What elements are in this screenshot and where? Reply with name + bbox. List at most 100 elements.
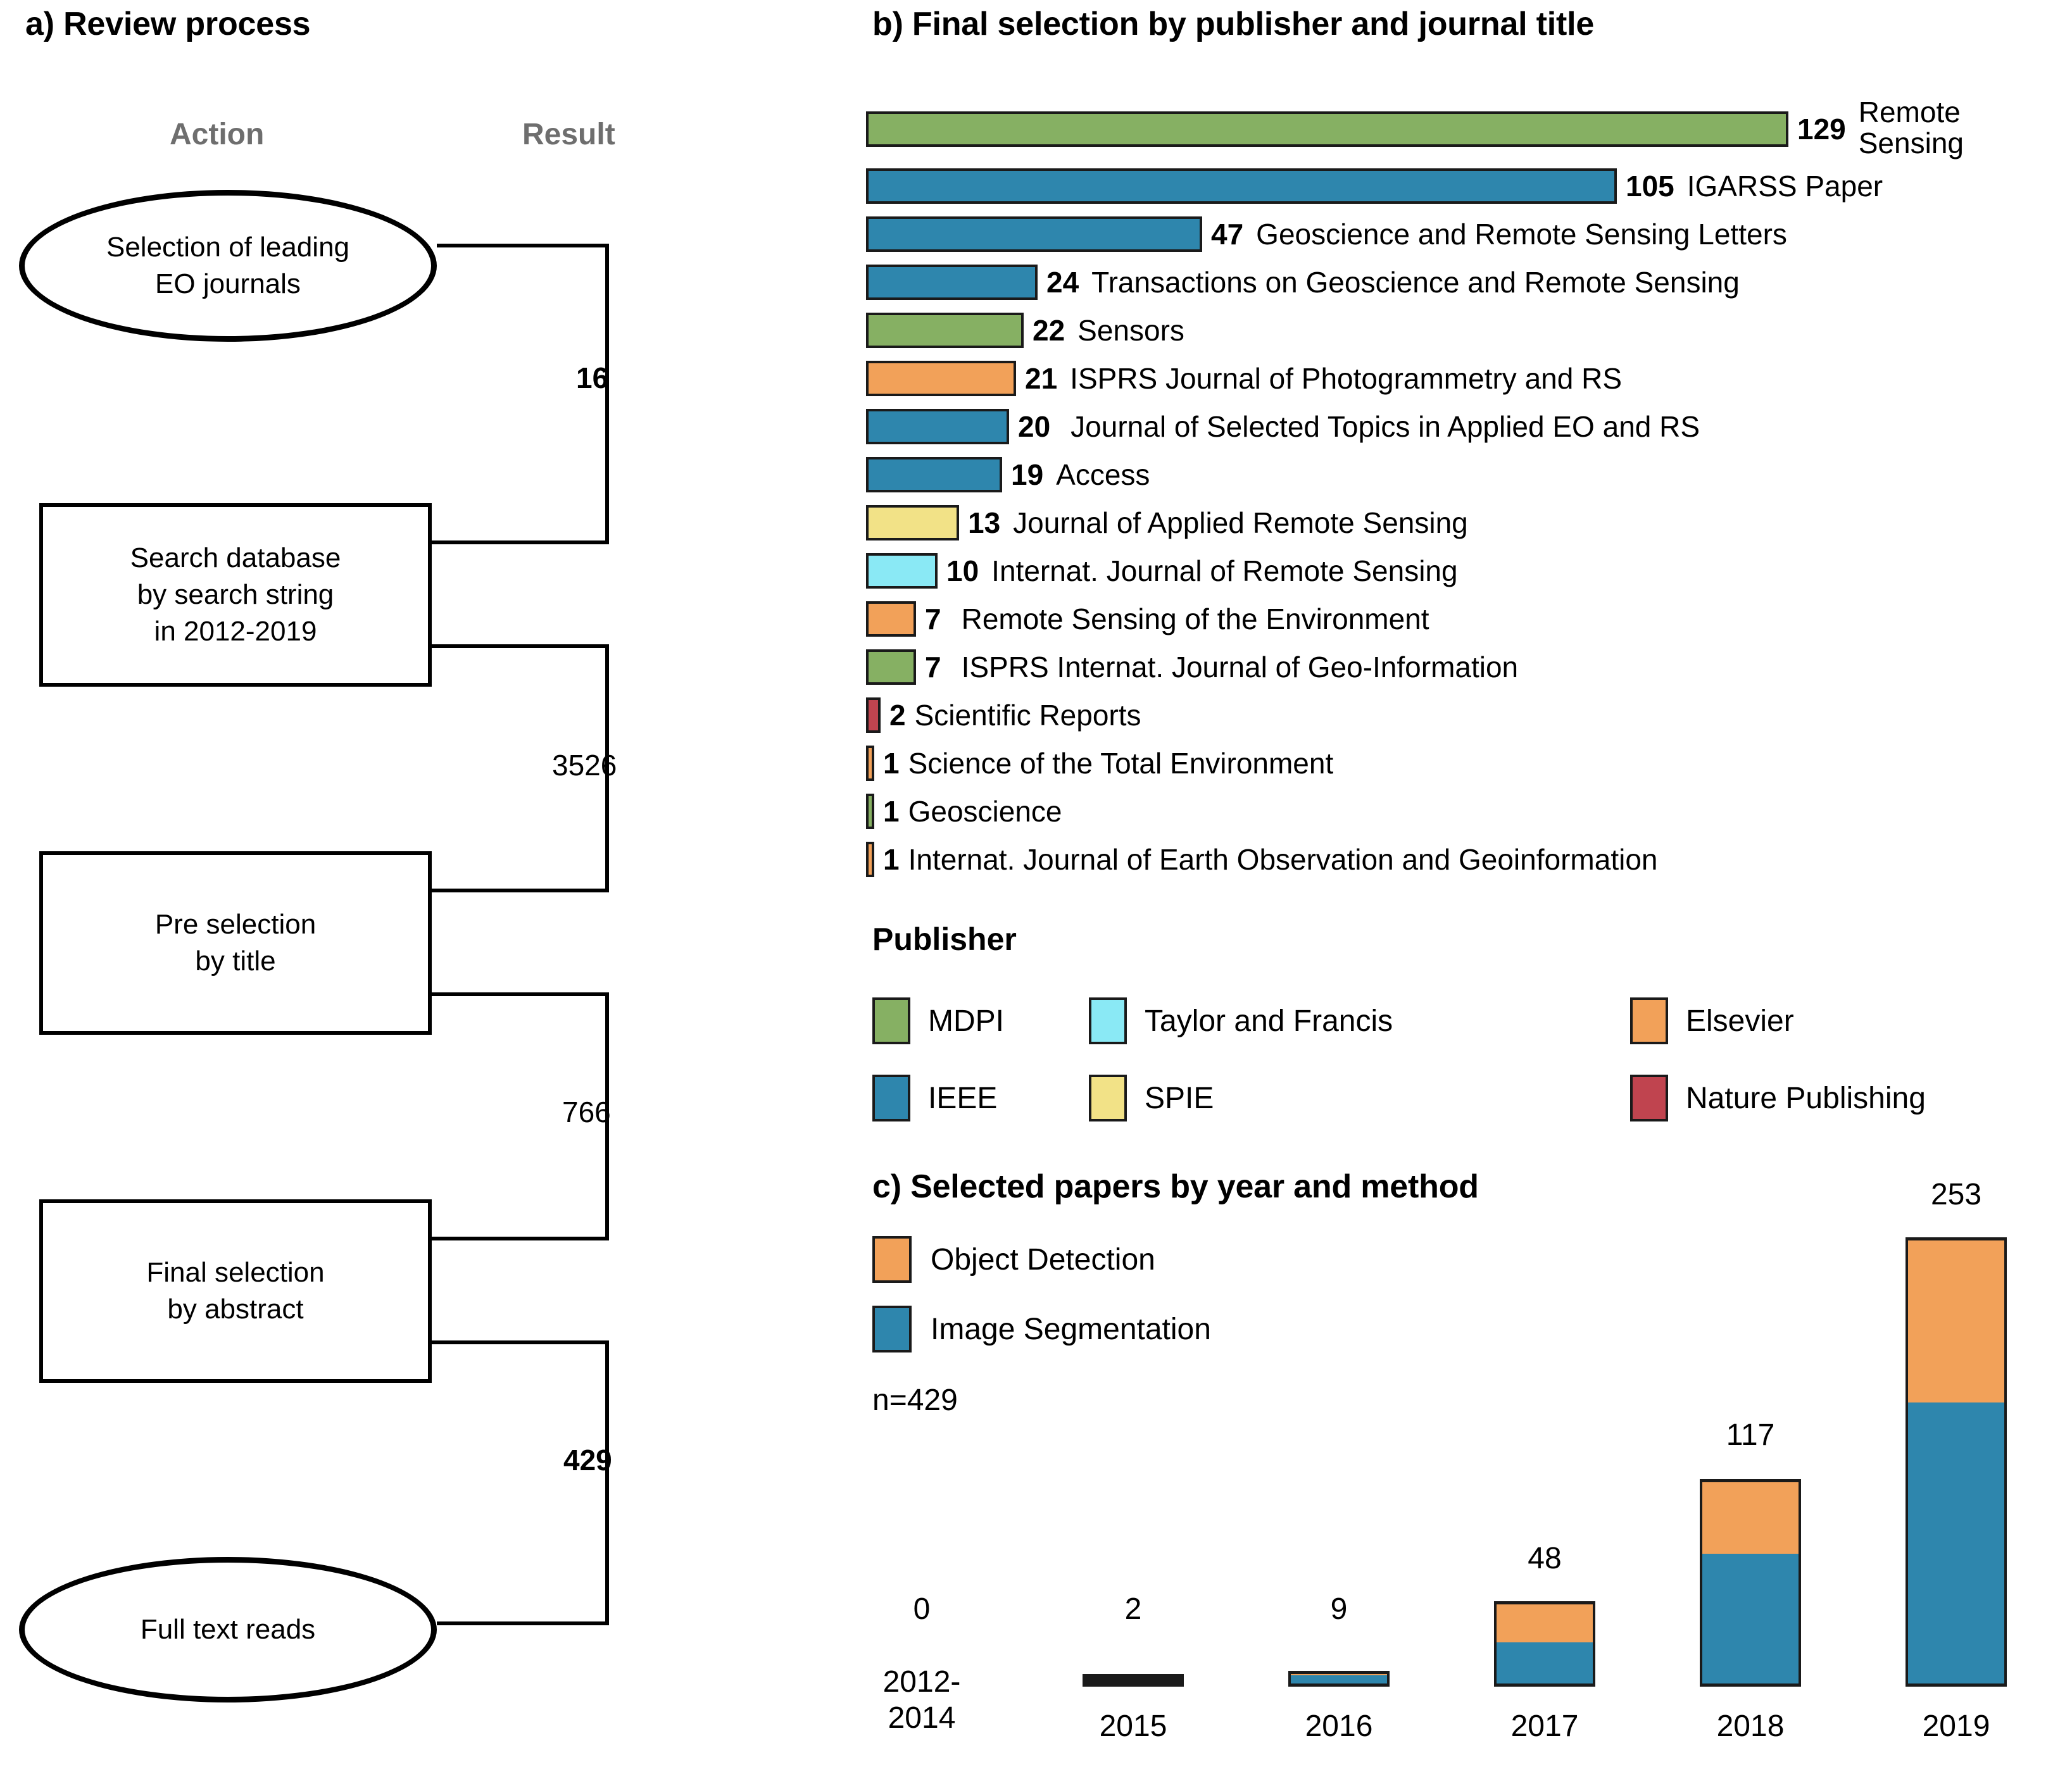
stack-segment-object-detection [1288, 1671, 1390, 1675]
result-value-3526: 3526 [552, 749, 617, 782]
legend-label: Image Segmentation [931, 1312, 1211, 1346]
bar-rect [866, 409, 1009, 444]
stack-segment-object-detection [1494, 1601, 1595, 1642]
bar-rect [866, 313, 1024, 348]
stacked-bar-2016[interactable] [1288, 1671, 1390, 1687]
flow-node-selection-of-leading-eo-journals[interactable]: Selection of leading EO journals [19, 190, 437, 342]
bar-label: Geoscience and Remote Sensing Letters [1256, 218, 1787, 251]
bar-label: Remote Sensing of the Environment [961, 603, 1429, 635]
bar-row[interactable]: 1 Geoscience [866, 794, 1062, 829]
bar-row[interactable]: 1 Science of the Total Environment [866, 746, 1333, 781]
stacked-bar-2019[interactable] [1906, 1237, 2007, 1687]
bar-label: Geoscience [908, 795, 1062, 828]
bar-value: 24 [1046, 266, 1079, 299]
bar-rect [866, 111, 1788, 147]
legend-swatch-object-detection [872, 1236, 912, 1283]
bar-row[interactable]: 19 Access [866, 457, 1150, 492]
bar-value: 129 [1797, 113, 1846, 146]
flow-node-label: Selection of leading EO journals [106, 231, 350, 299]
bar-row[interactable]: 129 Remote Sensing [866, 97, 2068, 158]
panel-c-title: c) Selected papers by year and method [872, 1168, 1479, 1205]
x-tick-label-2012-2014: 2012- 2014 [882, 1665, 961, 1735]
legend-item-taylor-and-francis[interactable]: Taylor and Francis [1089, 997, 1393, 1044]
sample-size-label: n=429 [872, 1384, 958, 1417]
flow-connector-segment [437, 1621, 609, 1625]
bar-rect [866, 216, 1202, 252]
flow-node-full-text-reads[interactable]: Full text reads [19, 1557, 437, 1702]
stack-total-2018: 117 [1726, 1418, 1775, 1452]
legend-label: Elsevier [1686, 1004, 1794, 1038]
bar-row[interactable]: 22 Sensors [866, 313, 1184, 348]
bar-rect [866, 457, 1002, 492]
bar-label: Internat. Journal of Earth Observation a… [908, 843, 1658, 876]
flow-connector-segment [432, 889, 609, 892]
legend-swatch-taylor-and-francis [1089, 997, 1127, 1044]
bar-value: 1 [883, 747, 900, 780]
legend-label: SPIE [1145, 1081, 1214, 1115]
x-tick-label-2018: 2018 [1716, 1709, 1785, 1743]
legend-label: Nature Publishing [1686, 1081, 1926, 1115]
bar-row[interactable]: 1 Internat. Journal of Earth Observation… [866, 842, 1658, 877]
bar-label: ISPRS Internat. Journal of Geo-Informati… [961, 651, 1519, 684]
legend-item-image-segmentation[interactable]: Image Segmentation [872, 1306, 1211, 1352]
bar-value: 7 [925, 603, 941, 635]
bar-value: 105 [1626, 170, 1674, 203]
flow-connector-segment [437, 244, 609, 247]
legend-label: MDPI [928, 1004, 1004, 1038]
flow-connector-segment [605, 1340, 609, 1625]
bar-rect [866, 601, 916, 637]
bar-rect [866, 168, 1617, 204]
bar-value: 19 [1011, 458, 1044, 491]
bar-rect [866, 794, 874, 829]
stack-segment-image-segmentation [1494, 1642, 1595, 1687]
stack-segment-image-segmentation [1083, 1680, 1184, 1687]
flow-connector-segment [432, 644, 609, 648]
bar-row[interactable]: 7 Remote Sensing of the Environment [866, 601, 1429, 637]
bar-row[interactable]: 10 Internat. Journal of Remote Sensing [866, 553, 1458, 589]
bar-value: 7 [925, 651, 941, 684]
legend-swatch-ieee [872, 1075, 910, 1121]
flow-node-label: Pre selection by title [154, 908, 317, 977]
stacked-bar-2015[interactable] [1083, 1674, 1184, 1687]
legend-swatch-elsevier [1630, 997, 1668, 1044]
bar-label: IGARSS Paper [1686, 170, 1883, 203]
bar-row[interactable]: 105 IGARSS Paper [866, 168, 1883, 204]
flow-node-search-database[interactable]: Search database by search string in 2012… [39, 503, 432, 687]
legend-swatch-nature-publishing [1630, 1075, 1668, 1121]
stack-total-2016: 9 [1330, 1592, 1348, 1626]
legend-item-mdpi[interactable]: MDPI [872, 997, 1004, 1044]
bar-value: 1 [883, 795, 900, 828]
legend-item-object-detection[interactable]: Object Detection [872, 1236, 1155, 1283]
bar-value: 47 [1211, 218, 1244, 251]
bar-row[interactable]: 21 ISPRS Journal of Photogrammetry and R… [866, 361, 1622, 396]
bar-row[interactable]: 24 Transactions on Geoscience and Remote… [866, 265, 1740, 300]
flow-connector-segment [432, 992, 609, 996]
bar-row[interactable]: 13 Journal of Applied Remote Sensing [866, 505, 1468, 540]
bar-row[interactable]: 2 Scientific Reports [866, 697, 1141, 733]
legend-label: Taylor and Francis [1145, 1004, 1393, 1038]
flow-node-final-selection-by-abstract[interactable]: Final selection by abstract [39, 1199, 432, 1383]
legend-item-nature-publishing[interactable]: Nature Publishing [1630, 1075, 1926, 1121]
bar-value: 21 [1025, 362, 1058, 395]
bar-label: Remote Sensing [1858, 96, 1964, 159]
legend-item-elsevier[interactable]: Elsevier [1630, 997, 1794, 1044]
legend-item-spie[interactable]: SPIE [1089, 1075, 1214, 1121]
column-header-action: Action [170, 118, 265, 151]
column-header-result: Result [522, 118, 615, 151]
flow-connector-segment [432, 1237, 609, 1240]
stacked-bar-2018[interactable] [1700, 1479, 1801, 1687]
flow-node-pre-selection-by-title[interactable]: Pre selection by title [39, 851, 432, 1035]
bar-rect [866, 265, 1038, 300]
bar-row[interactable]: 20 Journal of Selected Topics in Applied… [866, 409, 1700, 444]
legend-label: IEEE [928, 1081, 998, 1115]
bar-row[interactable]: 7 ISPRS Internat. Journal of Geo-Informa… [866, 649, 1518, 685]
legend-swatch-spie [1089, 1075, 1127, 1121]
stacked-bar-2017[interactable] [1494, 1601, 1595, 1687]
result-value-16: 16 [576, 361, 609, 394]
bar-label: Journal of Applied Remote Sensing [1013, 506, 1468, 539]
bar-label: Journal of Selected Topics in Applied EO… [1071, 410, 1700, 443]
bar-row[interactable]: 47 Geoscience and Remote Sensing Letters [866, 216, 1787, 252]
legend-item-ieee[interactable]: IEEE [872, 1075, 997, 1121]
flow-connector-segment [605, 644, 609, 892]
bar-label: Sensors [1077, 314, 1184, 347]
